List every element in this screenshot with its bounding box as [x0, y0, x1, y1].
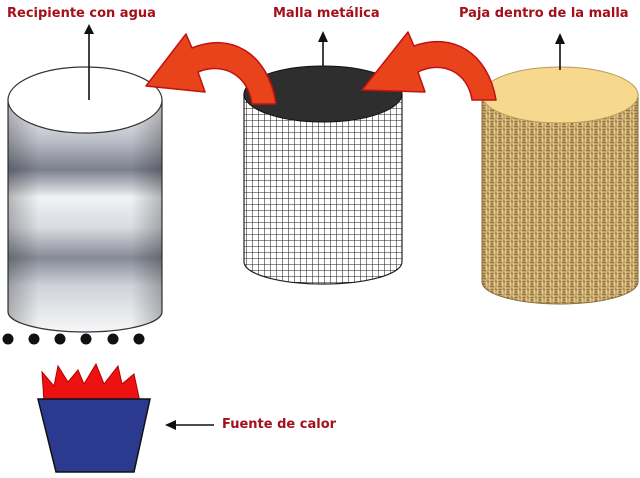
label-metal-mesh: Malla metálica: [273, 6, 380, 21]
label-straw-in-mesh: Paja dentro de la malla: [459, 6, 629, 21]
up-arrow-icon: [84, 24, 94, 100]
water-container: [7, 66, 163, 333]
label-heat-source: Fuente de calor: [222, 417, 337, 432]
up-arrow-icon: [318, 31, 328, 66]
straw-cylinder: [481, 66, 639, 305]
up-arrow-icon: [555, 33, 565, 70]
left-arrow-icon: [165, 420, 214, 430]
label-water-container: Recipiente con agua: [7, 6, 156, 21]
heat-source-pot: [37, 398, 151, 473]
heat-dots: [2, 333, 145, 345]
flame-icon: [41, 362, 141, 403]
curved-arrow-icon: [145, 33, 277, 105]
curved-arrow-icon: [361, 31, 497, 101]
